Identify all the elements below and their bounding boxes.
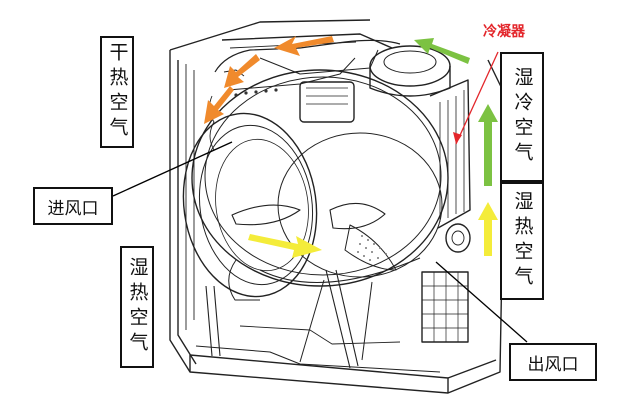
dry-air-arrow-left-upper — [224, 54, 260, 88]
airflow-arrows — [204, 36, 498, 258]
humid-cold-air-label: 湿冷空气 — [500, 52, 544, 182]
condenser-callout-line — [455, 51, 499, 145]
dry-air-arrow-left-lower — [204, 86, 234, 124]
cold-air-arrow-vertical — [478, 104, 498, 186]
cold-air-arrow-top — [414, 38, 470, 64]
inlet-callout-line — [112, 141, 233, 197]
dry-hot-air-label: 干热空气 — [100, 36, 134, 148]
humid-hot-air-right-label: 湿热空气 — [500, 182, 544, 300]
air-inlet-label: 进风口 — [33, 187, 113, 225]
callout-lines — [112, 51, 528, 343]
condenser-label: 冷凝器 — [483, 24, 525, 40]
dry-air-arrow-top — [274, 36, 334, 56]
humid-air-arrow-right — [478, 202, 498, 256]
machine-line-art — [169, 19, 506, 394]
humid-air-arrow-drum — [248, 234, 322, 258]
outlet-callout-line — [435, 261, 528, 343]
air-outlet-label: 出风口 — [509, 343, 597, 381]
condenser-callout-arrowhead — [453, 132, 462, 144]
humid-hot-air-left-label: 湿热空气 — [120, 246, 154, 368]
